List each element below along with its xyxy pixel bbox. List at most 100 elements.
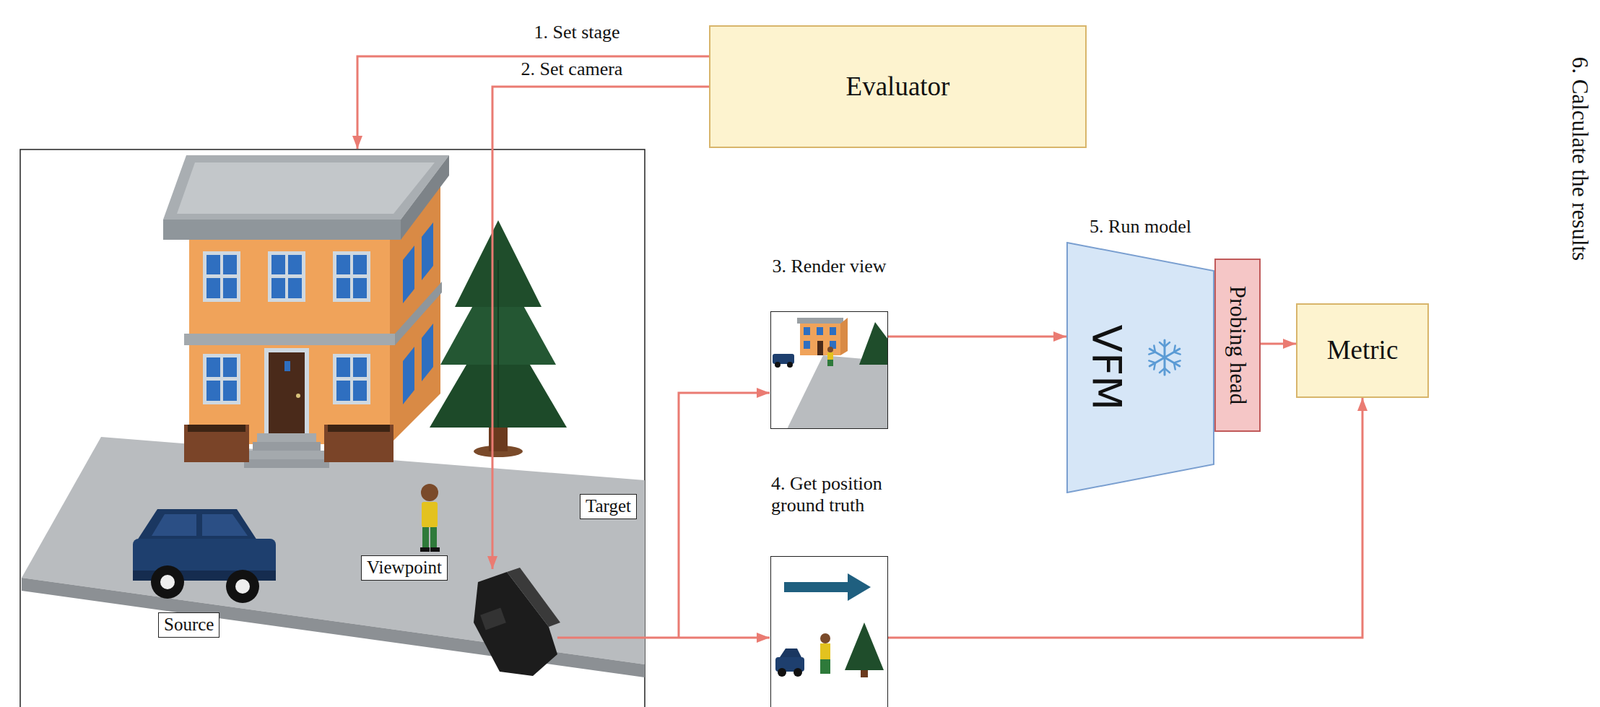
building	[402, 245, 415, 304]
building	[206, 222, 434, 405]
ground-truth-thumbnail	[847, 573, 871, 601]
building	[206, 254, 221, 275]
frozen-icon	[1159, 342, 1165, 347]
object-tag: Viewpoint	[361, 555, 448, 581]
camera	[473, 571, 558, 676]
control-arrow	[357, 56, 770, 638]
building	[267, 251, 306, 302]
frozen-icon	[1171, 345, 1178, 352]
object-tag: Source	[158, 612, 220, 638]
building	[336, 254, 351, 275]
building	[223, 380, 237, 401]
camera	[480, 607, 507, 631]
frozen-icon	[1147, 340, 1183, 375]
render-thumbnail	[827, 346, 834, 353]
ground-truth-thumbnail	[860, 670, 868, 678]
road	[21, 436, 645, 678]
camera	[506, 567, 561, 627]
frozen-icon	[1164, 357, 1180, 367]
metric-box: Metric	[1296, 303, 1429, 398]
render-thumbnail	[829, 327, 837, 336]
person	[422, 527, 429, 549]
scene-panel	[20, 149, 645, 707]
render-thumbnail	[803, 340, 811, 349]
render-view-box: 3. Render view	[770, 311, 889, 429]
car	[151, 514, 197, 536]
building	[223, 357, 237, 377]
building	[252, 441, 321, 451]
frozen-icon	[1164, 368, 1170, 373]
frozen-icon	[1164, 342, 1170, 347]
building	[421, 222, 434, 281]
node-label: Probing head	[1224, 285, 1251, 405]
node-label: Evaluator	[846, 71, 951, 103]
building	[402, 346, 415, 405]
building	[206, 277, 221, 299]
building	[176, 162, 435, 214]
frozen-icon	[1171, 363, 1178, 370]
frozen-icon	[1163, 340, 1167, 358]
tree	[440, 259, 556, 365]
frozen-icon	[1147, 344, 1168, 362]
step-heading: 3. Render view	[771, 255, 886, 278]
building	[421, 323, 434, 382]
road	[21, 577, 645, 678]
building	[163, 155, 450, 220]
frozen-icon	[1147, 353, 1168, 371]
building	[206, 380, 221, 401]
ground-truth-thumbnail	[844, 622, 884, 671]
person	[420, 483, 439, 502]
car	[137, 509, 258, 541]
node-label: Target	[585, 496, 632, 516]
frozen-icon	[1149, 357, 1165, 367]
vfm-trapezoid: 5. Run modelVFM	[1066, 241, 1215, 494]
step-label: 2. Set camera	[521, 58, 624, 81]
node-label: Source	[163, 614, 214, 634]
building	[336, 277, 351, 299]
car	[235, 579, 250, 594]
person	[421, 501, 438, 528]
building	[187, 424, 246, 432]
step-label: 1. Set stage	[533, 21, 620, 44]
probing-head-box: Probing head	[1214, 258, 1261, 432]
render-thumbnail	[817, 340, 824, 356]
building	[244, 459, 330, 468]
building	[400, 155, 450, 240]
car	[150, 565, 185, 599]
step-label: 6. Calculate the results	[1566, 57, 1593, 261]
frozen-icon	[1163, 357, 1167, 375]
building	[288, 254, 302, 275]
ground-truth-thumbnail	[793, 667, 803, 677]
control-arrow	[357, 56, 710, 149]
building	[353, 380, 367, 401]
object-tag: Target	[579, 493, 637, 520]
building	[271, 254, 286, 275]
render-thumbnail	[816, 327, 824, 336]
car	[202, 514, 248, 536]
ground-truth-thumbnail	[820, 633, 831, 644]
render-thumbnail	[827, 359, 834, 367]
building	[288, 277, 302, 299]
flow-arrow	[1260, 342, 1297, 346]
building	[327, 424, 390, 432]
node-label: VFM	[1083, 324, 1130, 411]
person	[420, 483, 440, 552]
trapezoid-outline	[1067, 242, 1214, 493]
building	[223, 254, 237, 275]
building	[264, 348, 310, 434]
ground-truth-thumbnail	[775, 573, 884, 678]
car	[132, 509, 276, 603]
building	[284, 361, 291, 372]
control-arrow	[678, 392, 770, 638]
building	[332, 251, 371, 302]
building	[223, 277, 237, 299]
frozen-icon	[1148, 358, 1156, 365]
render-thumbnail	[800, 323, 841, 356]
building	[163, 155, 450, 468]
building	[336, 380, 351, 401]
render-thumbnail	[827, 352, 834, 360]
building	[206, 357, 221, 377]
person	[420, 547, 430, 552]
step-heading: 5. Run model	[1089, 215, 1192, 238]
ground-truth-thumbnail	[820, 643, 831, 660]
